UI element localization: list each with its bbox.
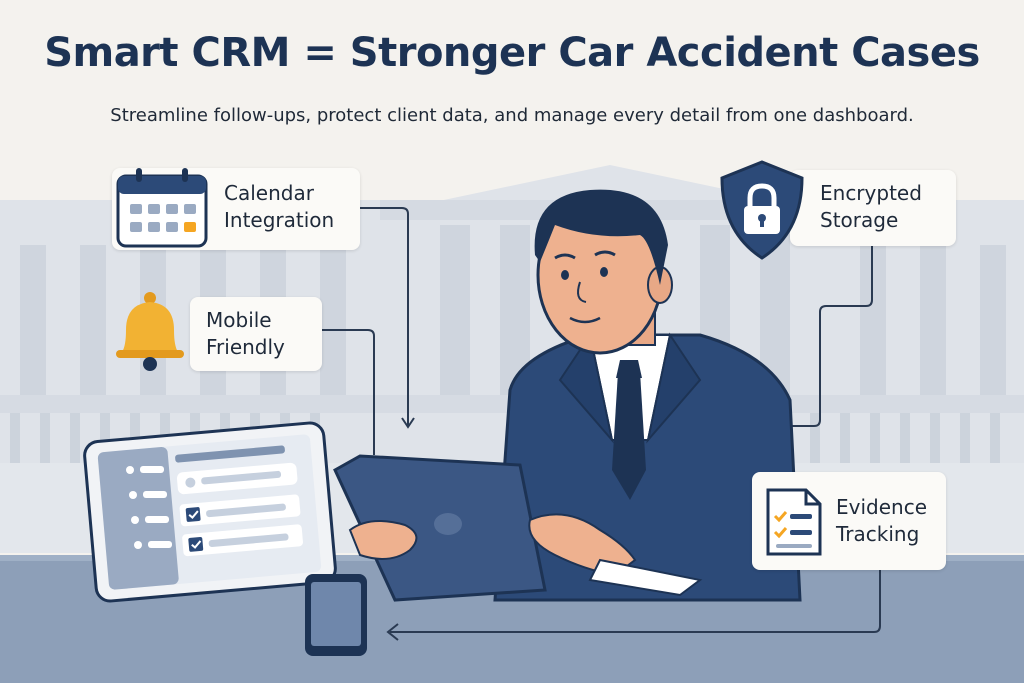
calendar-icon bbox=[116, 168, 208, 248]
feature-label-calendar: Calendar Integration bbox=[224, 181, 335, 232]
bell-icon bbox=[116, 292, 184, 371]
feature-card-evidence: Evidence Tracking bbox=[752, 472, 946, 570]
page-subtitle: Streamline follow-ups, protect client da… bbox=[110, 105, 914, 126]
checklist-document-icon bbox=[766, 488, 822, 556]
smartphone-illustration bbox=[305, 574, 367, 656]
feature-card-storage: Encrypted Storage bbox=[790, 170, 956, 246]
page-title: Smart CRM = Stronger Car Accident Cases bbox=[44, 30, 980, 76]
feature-label-mobile: Mobile Friendly bbox=[206, 308, 285, 359]
tablet-stand-illustration bbox=[83, 421, 337, 603]
connector-lines bbox=[322, 207, 881, 641]
feature-card-mobile: Mobile Friendly bbox=[190, 297, 322, 371]
feature-label-evidence: Evidence Tracking bbox=[836, 495, 928, 546]
lawyer-illustration bbox=[333, 189, 802, 602]
feature-label-storage: Encrypted Storage bbox=[820, 181, 922, 232]
feature-card-calendar: Calendar Integration bbox=[112, 168, 360, 250]
shield-lock-icon bbox=[720, 160, 804, 260]
